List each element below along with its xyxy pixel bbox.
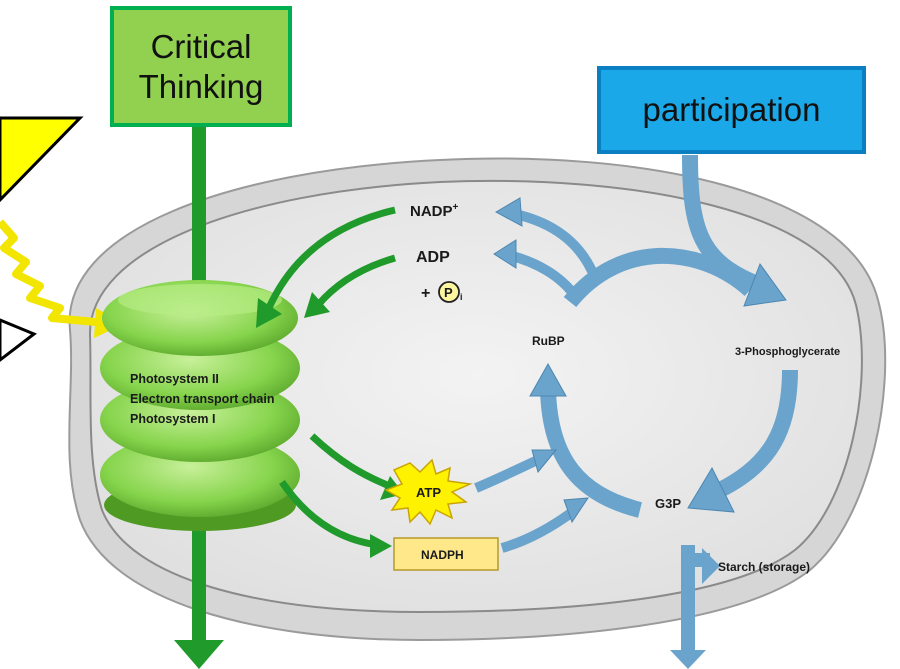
nadph-box (393, 537, 499, 571)
phosphate-label: P (444, 285, 453, 300)
thylakoid-to-nadph-arrow (279, 480, 379, 549)
nadp-plus-sup: + (453, 202, 459, 213)
starch-label: Starch (storage) (718, 560, 810, 574)
phosphoglycerate-to-g3p (716, 369, 798, 498)
callout-pointer-shape (0, 318, 37, 362)
phosphate-sub-label: i (460, 292, 463, 302)
critical-arrow-shaft (192, 124, 206, 304)
atp-star-icon (384, 458, 473, 526)
plus-label: + (421, 285, 430, 302)
g3p-to-rubp (540, 389, 643, 518)
nadp-to-thylakoid-arrow (264, 206, 396, 312)
to-adp-arrow (510, 251, 580, 300)
photosystem-2-label: Photosystem II (130, 372, 219, 386)
to-nadp-arrow (513, 209, 600, 280)
output-arrowhead-icon (174, 640, 224, 669)
cycle-top-arc (563, 247, 756, 308)
g3p-down-arrowhead-icon (670, 650, 706, 669)
nadp-plus-label: NADP+ (410, 202, 459, 220)
nadph-label: NADPH (421, 548, 464, 562)
photosystem-1-label: Photosystem I (130, 412, 215, 426)
rubp-label: RuBP (532, 334, 565, 348)
participation-box: participation (597, 66, 866, 154)
thylakoid-to-atp-arrow (309, 433, 394, 491)
adp-label: ADP (416, 249, 450, 266)
yellow-callout-shape (0, 116, 84, 203)
output-arrow-shaft (192, 525, 206, 645)
g3p-label: G3P (655, 496, 681, 511)
phosphoglycerate-label: 3-Phosphoglycerate (735, 346, 840, 358)
phosphate-circle-icon (438, 281, 460, 303)
critical-thinking-box: Critical Thinking (110, 6, 292, 127)
light-zigzag-icon (0, 219, 97, 326)
adp-to-thylakoid-arrow (315, 254, 396, 308)
atp-label: ATP (416, 485, 441, 500)
thylakoid-stack (100, 280, 300, 531)
electron-transport-chain-label: Electron transport chain (130, 392, 274, 406)
starch-arrowhead-icon (702, 548, 720, 584)
